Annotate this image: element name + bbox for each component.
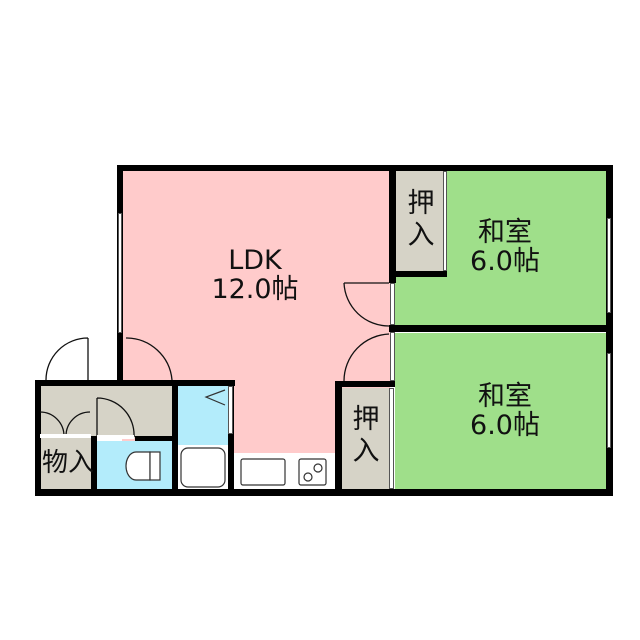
toilet-icon xyxy=(125,451,161,481)
wall-bath-left xyxy=(172,380,178,495)
closet-bottom xyxy=(342,388,390,490)
storage-double-door-icon xyxy=(39,411,91,437)
ldk-label: LDK 12.0帖 xyxy=(190,246,320,304)
washitsu-top-label: 和室 6.0帖 xyxy=(450,218,560,276)
window-washitsu-top-right xyxy=(607,218,611,313)
wall-left-block-left xyxy=(35,380,41,495)
toilet-door-swing-icon xyxy=(96,397,135,438)
door-gap-ldk-washitsu xyxy=(390,283,395,325)
ldk-size: 12.0帖 xyxy=(211,274,299,306)
window-washitsu-bottom-right xyxy=(607,353,611,448)
sliding-door-closet-bottom xyxy=(389,388,394,489)
wall-closet-top-bottom xyxy=(389,271,447,277)
sliding-door-closet-top xyxy=(443,171,447,271)
closet-top xyxy=(395,170,447,273)
hall-door-swing-icon xyxy=(125,337,173,381)
washitsu-top-door-swing-icon xyxy=(343,282,390,327)
wall-top-right xyxy=(390,165,612,171)
washroom-window xyxy=(228,386,233,434)
washitsu-bottom-door-swing-icon xyxy=(343,333,390,382)
washitsu-bottom-label: 和室 6.0帖 xyxy=(450,382,560,440)
closet-top-char2: 入 xyxy=(407,220,435,252)
washitsu-top-size: 6.0帖 xyxy=(470,246,540,278)
washbasin-icon xyxy=(204,389,226,406)
closet-bottom-label: 押 入 xyxy=(343,404,389,469)
room-washitsu-bottom xyxy=(395,333,608,490)
entrance-door-swing-icon xyxy=(45,337,89,381)
wall-toilet-left xyxy=(91,436,97,495)
wall-bath-right xyxy=(228,380,234,495)
wall-toilet-top xyxy=(135,436,175,441)
closet-bottom-char1: 押 xyxy=(352,404,380,435)
storage-label: 物入 xyxy=(41,449,94,478)
washitsu-bottom-name: 和室 xyxy=(478,381,532,412)
wall-closet-bottom-left xyxy=(335,381,342,491)
wall-closet-bottom-top xyxy=(335,381,395,387)
storage-closet xyxy=(40,438,92,490)
window-ldk-left xyxy=(118,213,122,333)
wall-bottom xyxy=(35,489,613,496)
kitchen-sink-icon xyxy=(240,458,286,486)
ldk-name: LDK xyxy=(228,245,282,276)
washroom xyxy=(178,385,228,445)
closet-bottom-char2: 入 xyxy=(352,436,380,468)
hall-storage-area xyxy=(40,385,172,438)
washitsu-bottom-size: 6.0帖 xyxy=(470,410,540,442)
door-gap-ldk-washitsu2 xyxy=(390,332,395,381)
wall-washitsu-divider xyxy=(389,325,613,332)
wall-ldk-right xyxy=(389,165,396,283)
wall-left-block-top xyxy=(35,380,235,386)
stove-icon xyxy=(298,458,327,486)
closet-top-label: 押 入 xyxy=(399,188,443,253)
washitsu-top-name: 和室 xyxy=(478,217,532,248)
bathtub-icon xyxy=(180,447,226,488)
closet-top-char1: 押 xyxy=(407,188,435,219)
wall-hall-divider xyxy=(117,335,123,385)
wall-top-ldk xyxy=(117,165,397,171)
